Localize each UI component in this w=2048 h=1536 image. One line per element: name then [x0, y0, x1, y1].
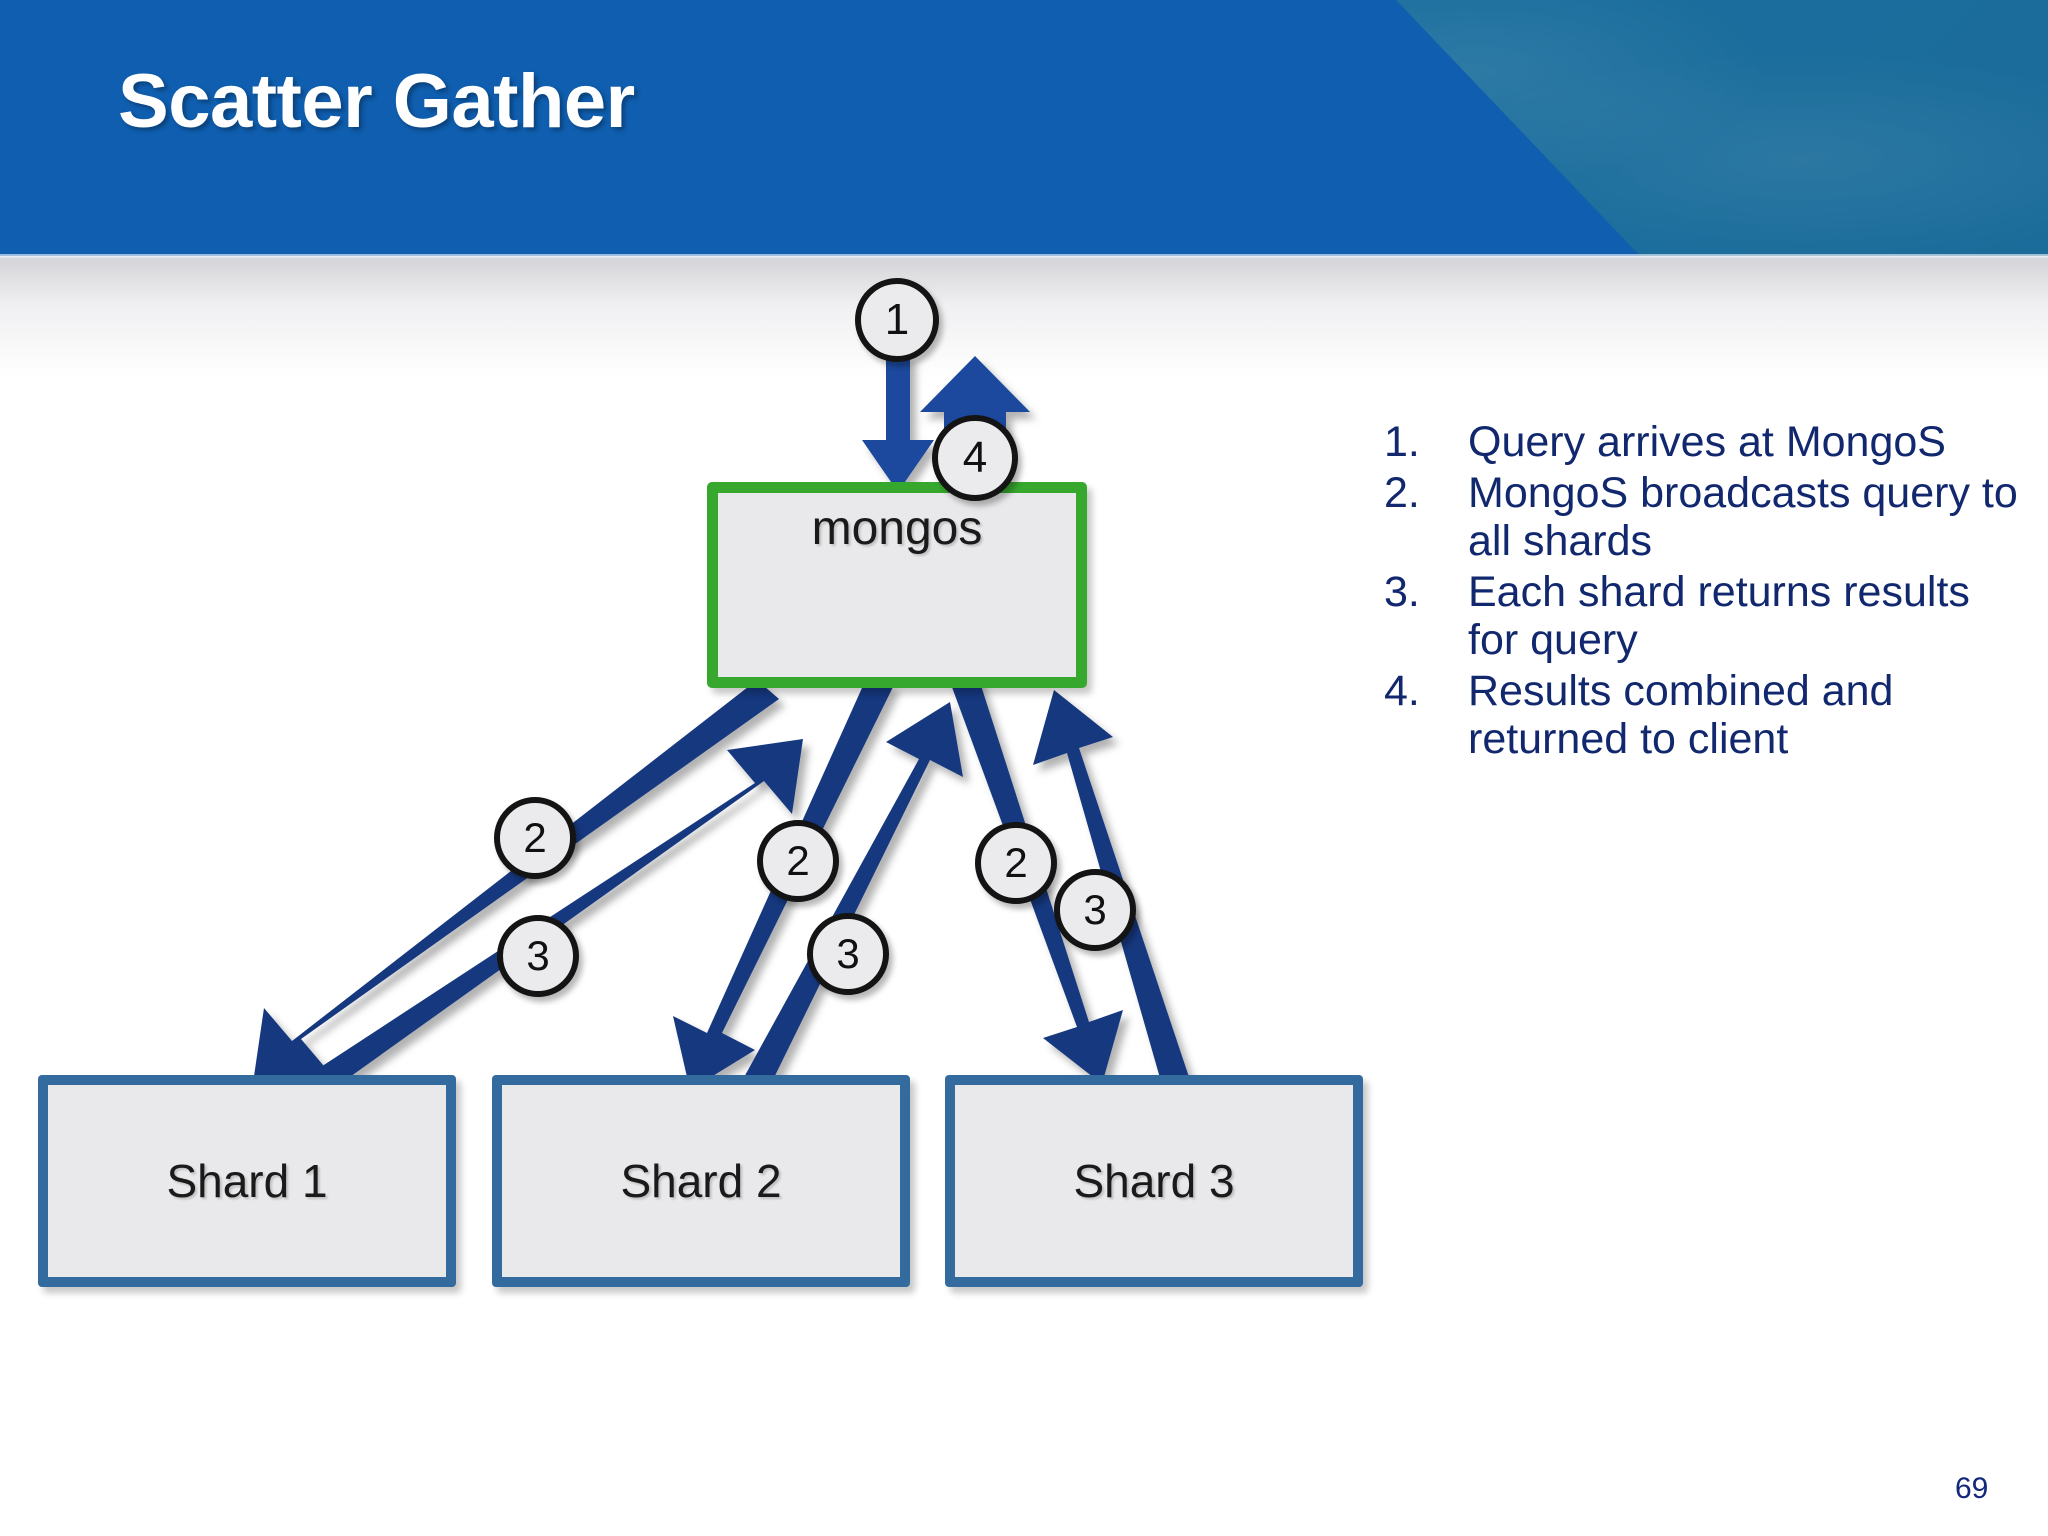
slide-header-band [0, 0, 2048, 256]
arrow-mongos-to-shard1 [253, 680, 779, 1083]
shard-1-label: Shard 1 [166, 1155, 328, 1207]
shard-3-label: Shard 3 [1073, 1155, 1235, 1207]
marker-2-shard3: 2 [975, 822, 1057, 904]
page-title: Scatter Gather [118, 59, 635, 144]
step-number: 2. [1384, 468, 1420, 517]
step-number: 1. [1384, 418, 1420, 466]
step-number: 3. [1384, 567, 1420, 616]
list-item: 3. Each shard returns results for query [1384, 568, 2024, 665]
marker-3-shard2: 3 [807, 913, 889, 995]
page-number: 69 [1955, 1472, 1989, 1505]
marker-3-shard1: 3 [497, 915, 579, 997]
header-drop-shadow [0, 258, 2048, 378]
shard-2-label: Shard 2 [620, 1155, 782, 1207]
step-number: 4. [1384, 666, 1420, 715]
marker-3-shard3: 3 [1054, 869, 1136, 951]
list-item: 4. Results combined and returned to clie… [1384, 667, 2024, 764]
list-item: 1. Query arrives at MongoS [1384, 418, 2024, 467]
list-item: 2. MongoS broadcasts query to all shards [1384, 469, 2024, 566]
marker-1-client-to-mongos: 1 [855, 278, 939, 362]
marker-2-shard1: 2 [494, 797, 576, 879]
step-text: MongoS broadcasts query to all shards [1468, 468, 2018, 566]
arrow-client-to-mongos [862, 356, 934, 492]
mongos-label: mongos [811, 502, 983, 555]
shard-2-node[interactable]: Shard 2 [492, 1075, 910, 1287]
step-text: Each shard returns results for query [1468, 567, 1970, 665]
shard-1-node[interactable]: Shard 1 [38, 1075, 456, 1287]
marker-2-shard2: 2 [757, 820, 839, 902]
steps-list: 1. Query arrives at MongoS 2. MongoS bro… [1384, 418, 2024, 766]
header-underline [0, 254, 2048, 258]
arrow-shard2-to-mongos [737, 702, 963, 1096]
shard-3-node[interactable]: Shard 3 [945, 1075, 1363, 1287]
step-text: Results combined and returned to client [1468, 666, 1894, 764]
step-text: Query arrives at MongoS [1468, 418, 1946, 466]
mongos-node[interactable]: mongos [707, 482, 1087, 688]
marker-4-mongos-to-client: 4 [932, 415, 1018, 501]
header-blue-wedge [0, 0, 1640, 256]
